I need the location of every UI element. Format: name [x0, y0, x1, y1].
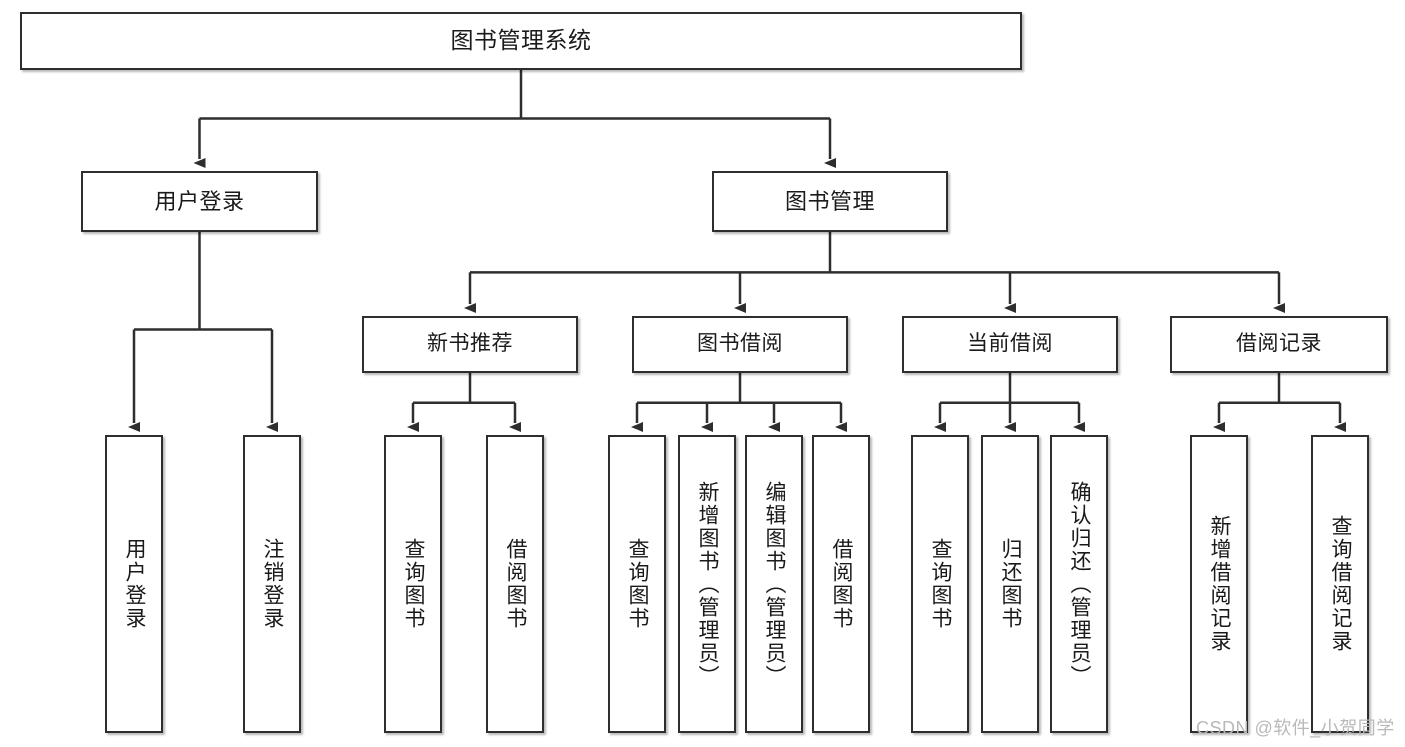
node-root[interactable]: 图书管理系统	[20, 12, 1022, 70]
node-leaf-query-book-3[interactable]: 查询图书	[911, 435, 969, 733]
node-label-leaf-user-logout: 注销登录	[261, 538, 285, 630]
node-book-manage[interactable]: 图书管理	[712, 171, 948, 232]
node-label-leaf-user-login: 用户登录	[123, 538, 147, 630]
csdn-watermark: CSDN @软件_小贺同学	[1196, 718, 1395, 738]
node-label-leaf-borrow-book-1: 借阅图书	[504, 538, 528, 630]
node-label-leaf-add-book: 新增图书（管理员）	[696, 480, 720, 688]
node-label-leaf-add-record: 新增借阅记录	[1208, 515, 1232, 653]
node-leaf-confirm-return[interactable]: 确认归还（管理员）	[1050, 435, 1108, 733]
node-leaf-query-book-1[interactable]: 查询图书	[384, 435, 442, 733]
node-label-leaf-query-book-3: 查询图书	[929, 538, 953, 630]
node-leaf-query-book-2[interactable]: 查询图书	[608, 435, 666, 733]
node-borrow-record[interactable]: 借阅记录	[1170, 316, 1388, 373]
node-label-leaf-query-book-2: 查询图书	[626, 538, 650, 630]
node-label-book-manage: 图书管理	[784, 188, 875, 214]
node-leaf-return-book[interactable]: 归还图书	[981, 435, 1039, 733]
node-leaf-add-record[interactable]: 新增借阅记录	[1190, 435, 1248, 733]
node-leaf-borrow-book-1[interactable]: 借阅图书	[486, 435, 544, 733]
node-label-new-book-rec: 新书推荐	[427, 332, 513, 356]
node-user-login[interactable]: 用户登录	[81, 171, 318, 232]
node-leaf-query-record[interactable]: 查询借阅记录	[1311, 435, 1369, 733]
node-label-borrow-record: 借阅记录	[1236, 332, 1322, 356]
node-label-leaf-confirm-return: 确认归还（管理员）	[1068, 480, 1092, 688]
node-label-user-login: 用户登录	[154, 188, 245, 214]
node-label-current-borrow: 当前借阅	[967, 332, 1053, 356]
node-label-leaf-return-book: 归还图书	[999, 538, 1023, 630]
node-label-leaf-borrow-book-2: 借阅图书	[830, 538, 854, 630]
node-label-root: 图书管理系统	[450, 27, 592, 54]
node-new-book-rec[interactable]: 新书推荐	[362, 316, 578, 373]
node-leaf-edit-book[interactable]: 编辑图书（管理员）	[745, 435, 803, 733]
node-leaf-user-login[interactable]: 用户登录	[105, 435, 163, 733]
node-label-book-borrow: 图书借阅	[697, 332, 783, 356]
node-label-leaf-edit-book: 编辑图书（管理员）	[763, 480, 787, 688]
node-leaf-user-logout[interactable]: 注销登录	[243, 435, 301, 733]
node-book-borrow[interactable]: 图书借阅	[632, 316, 848, 373]
node-label-leaf-query-book-1: 查询图书	[402, 538, 426, 630]
node-leaf-add-book[interactable]: 新增图书（管理员）	[678, 435, 736, 733]
node-current-borrow[interactable]: 当前借阅	[902, 316, 1118, 373]
node-leaf-borrow-book-2[interactable]: 借阅图书	[812, 435, 870, 733]
node-label-leaf-query-record: 查询借阅记录	[1329, 515, 1353, 653]
